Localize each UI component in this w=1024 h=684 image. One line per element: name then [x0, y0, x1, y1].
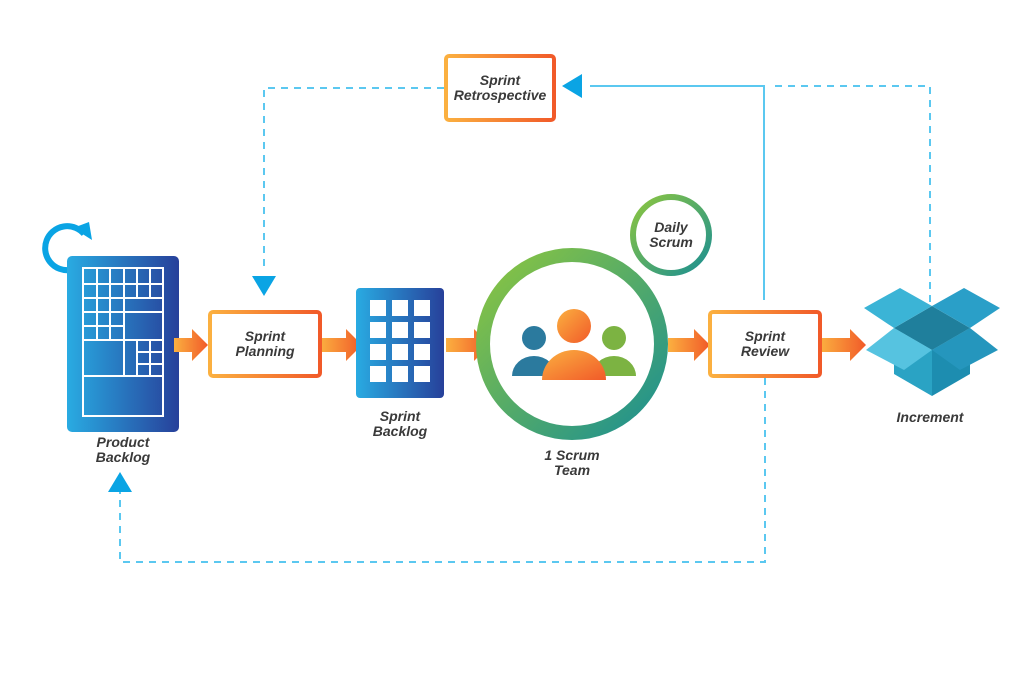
sprint-retrospective-box [444, 54, 556, 122]
sprint-backlog-label: Sprint Backlog [372, 408, 428, 439]
increment-label: Increment [896, 409, 964, 425]
review-to-retro-line [590, 85, 765, 300]
daily-scrum-circle [630, 194, 712, 276]
sprint-review-box [708, 310, 822, 378]
scrum-team-ring [476, 248, 668, 440]
arrow-team-to-review [668, 329, 710, 361]
product-backlog-icon [67, 256, 179, 432]
scrum-team-label: 1 Scrum Team [544, 447, 600, 478]
feedback-lines [119, 85, 931, 563]
sprint-planning-box [208, 310, 322, 378]
open-box-icon [864, 288, 1000, 396]
daily-scrum-label: Daily Scrum [649, 219, 693, 250]
sprint-retrospective-label: Sprint Retrospective [453, 72, 547, 103]
arrow-review-to-increment [820, 329, 866, 361]
sprint-review-label: Sprint Review [740, 328, 790, 359]
product-backlog-label: Product Backlog [95, 434, 151, 465]
arrowhead-into-planning [252, 276, 276, 296]
refresh-loop-icon [42, 222, 92, 274]
arrowhead-into-retro [562, 74, 582, 98]
sprint-planning-label: Sprint Planning [235, 328, 295, 359]
people-group-icon [512, 309, 636, 380]
arrow-backlog-to-planning [174, 329, 208, 361]
sprint-backlog-icon [356, 288, 444, 398]
arrow-planning-to-sprint-backlog [320, 329, 362, 361]
arrowhead-into-product-backlog [108, 472, 132, 492]
